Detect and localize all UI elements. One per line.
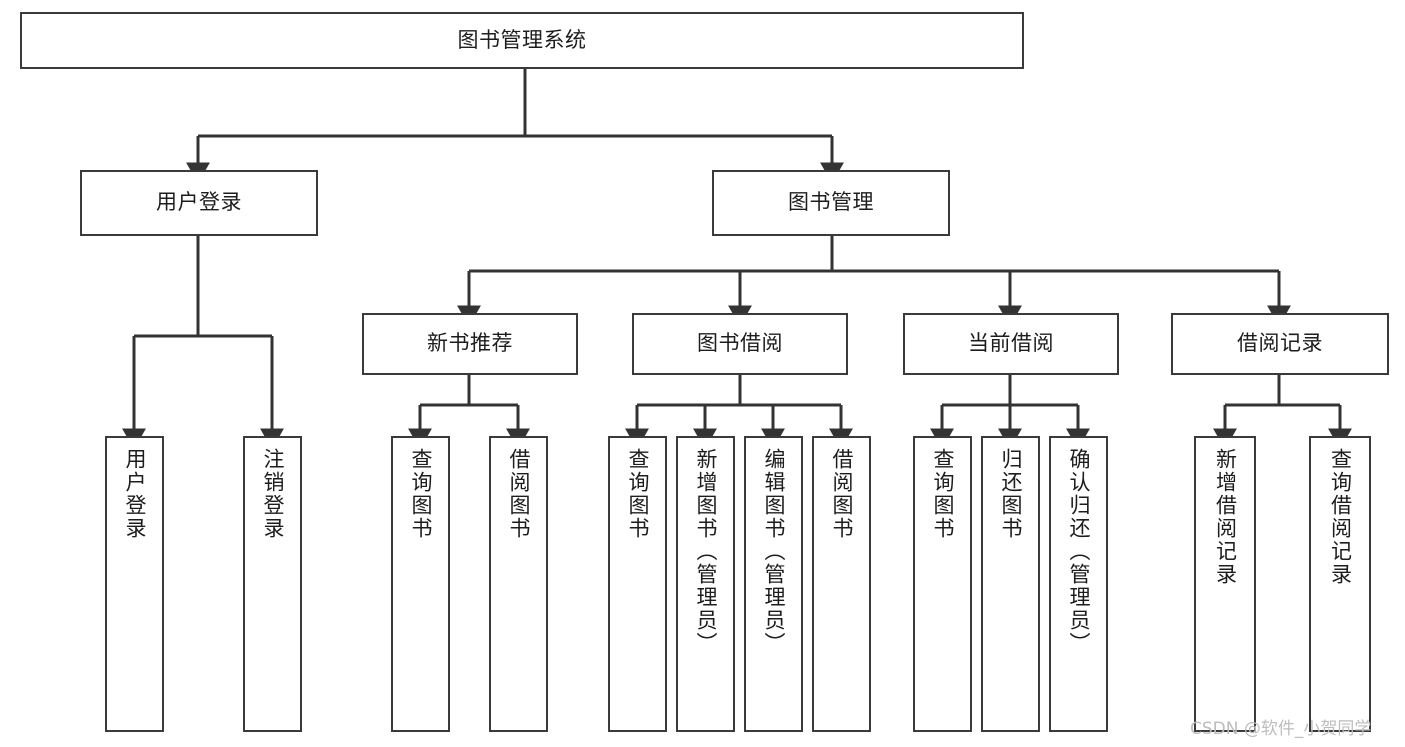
node-leaf-return-book[interactable]: 归还图书	[981, 436, 1040, 732]
node-new-book-recommend[interactable]: 新书推荐	[362, 313, 578, 375]
node-leaf-confirm-return-admin-label: 确认归还（管理员）	[1067, 448, 1091, 655]
node-user-login[interactable]: 用户登录	[80, 170, 318, 236]
node-leaf-borrow-book-2-label: 借阅图书	[830, 448, 854, 540]
node-current-borrow[interactable]: 当前借阅	[903, 313, 1119, 375]
node-leaf-logout-login[interactable]: 注销登录	[243, 436, 302, 732]
csdn-watermark: CSDN @软件_小贺同学	[1190, 719, 1372, 739]
node-leaf-borrow-book-1-label: 借阅图书	[507, 448, 531, 540]
node-leaf-query-book-3-label: 查询图书	[931, 448, 955, 540]
node-leaf-add-book-admin[interactable]: 新增图书（管理员）	[676, 436, 735, 732]
node-current-borrow-label: 当前借阅	[968, 331, 1054, 356]
node-leaf-confirm-return-admin[interactable]: 确认归还（管理员）	[1049, 436, 1108, 732]
node-borrow-record[interactable]: 借阅记录	[1171, 313, 1389, 375]
node-leaf-query-book-1-label: 查询图书	[409, 448, 433, 540]
node-leaf-query-borrow-record-label: 查询借阅记录	[1328, 448, 1353, 586]
node-root[interactable]: 图书管理系统	[20, 12, 1024, 69]
node-leaf-query-book-2-label: 查询图书	[626, 448, 650, 540]
node-root-label: 图书管理系统	[457, 27, 587, 52]
node-user-login-label: 用户登录	[156, 190, 242, 215]
node-leaf-query-book-2[interactable]: 查询图书	[608, 436, 667, 732]
node-new-book-recommend-label: 新书推荐	[427, 331, 513, 356]
node-leaf-user-login-label: 用户登录	[123, 448, 147, 540]
node-leaf-add-book-admin-label: 新增图书（管理员）	[694, 448, 718, 655]
node-leaf-query-book-1[interactable]: 查询图书	[391, 436, 450, 732]
node-leaf-return-book-label: 归还图书	[999, 448, 1023, 540]
node-leaf-user-login[interactable]: 用户登录	[105, 436, 164, 732]
node-leaf-borrow-book-1[interactable]: 借阅图书	[489, 436, 548, 732]
node-leaf-add-borrow-record[interactable]: 新增借阅记录	[1194, 436, 1256, 732]
node-borrow-record-label: 借阅记录	[1237, 331, 1323, 356]
node-book-management[interactable]: 图书管理	[712, 170, 950, 236]
node-book-borrow[interactable]: 图书借阅	[632, 313, 848, 375]
node-leaf-logout-login-label: 注销登录	[261, 448, 285, 540]
node-leaf-add-borrow-record-label: 新增借阅记录	[1213, 448, 1238, 586]
node-leaf-query-borrow-record[interactable]: 查询借阅记录	[1309, 436, 1371, 732]
node-leaf-edit-book-admin[interactable]: 编辑图书（管理员）	[744, 436, 803, 732]
node-leaf-borrow-book-2[interactable]: 借阅图书	[812, 436, 871, 732]
node-leaf-query-book-3[interactable]: 查询图书	[913, 436, 972, 732]
node-book-borrow-label: 图书借阅	[697, 331, 783, 356]
node-book-management-label: 图书管理	[788, 190, 874, 215]
node-leaf-edit-book-admin-label: 编辑图书（管理员）	[762, 448, 786, 655]
